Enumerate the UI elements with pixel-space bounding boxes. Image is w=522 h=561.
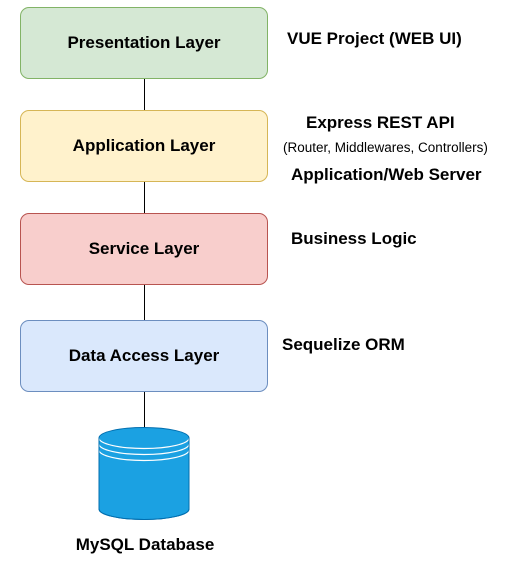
data-access-layer-box: Data Access Layer <box>20 320 268 392</box>
service-annotation: Business Logic <box>291 229 417 248</box>
presentation-layer-box: Presentation Layer <box>20 7 268 79</box>
presentation-layer-label: Presentation Layer <box>67 33 221 52</box>
connector-presentation-application <box>144 79 145 110</box>
connector-data-access-database <box>144 392 145 428</box>
application-layer-label: Application Layer <box>72 136 216 155</box>
connector-service-data-access <box>144 285 145 320</box>
database-label: MySQL Database <box>75 535 215 554</box>
application-annotation-title: Express REST API <box>306 113 455 132</box>
application-annotation-server: Application/Web Server <box>291 165 482 184</box>
connector-application-service <box>144 182 145 213</box>
data-access-layer-label: Data Access Layer <box>68 346 220 365</box>
application-layer-box: Application Layer <box>20 110 268 182</box>
application-annotation-detail: (Router, Middlewares, Controllers) <box>283 140 488 155</box>
service-layer-label: Service Layer <box>88 239 200 258</box>
presentation-annotation: VUE Project (WEB UI) <box>287 29 462 48</box>
service-layer-box: Service Layer <box>20 213 268 285</box>
database-cylinder-icon <box>98 427 190 520</box>
data-access-annotation: Sequelize ORM <box>282 335 405 354</box>
